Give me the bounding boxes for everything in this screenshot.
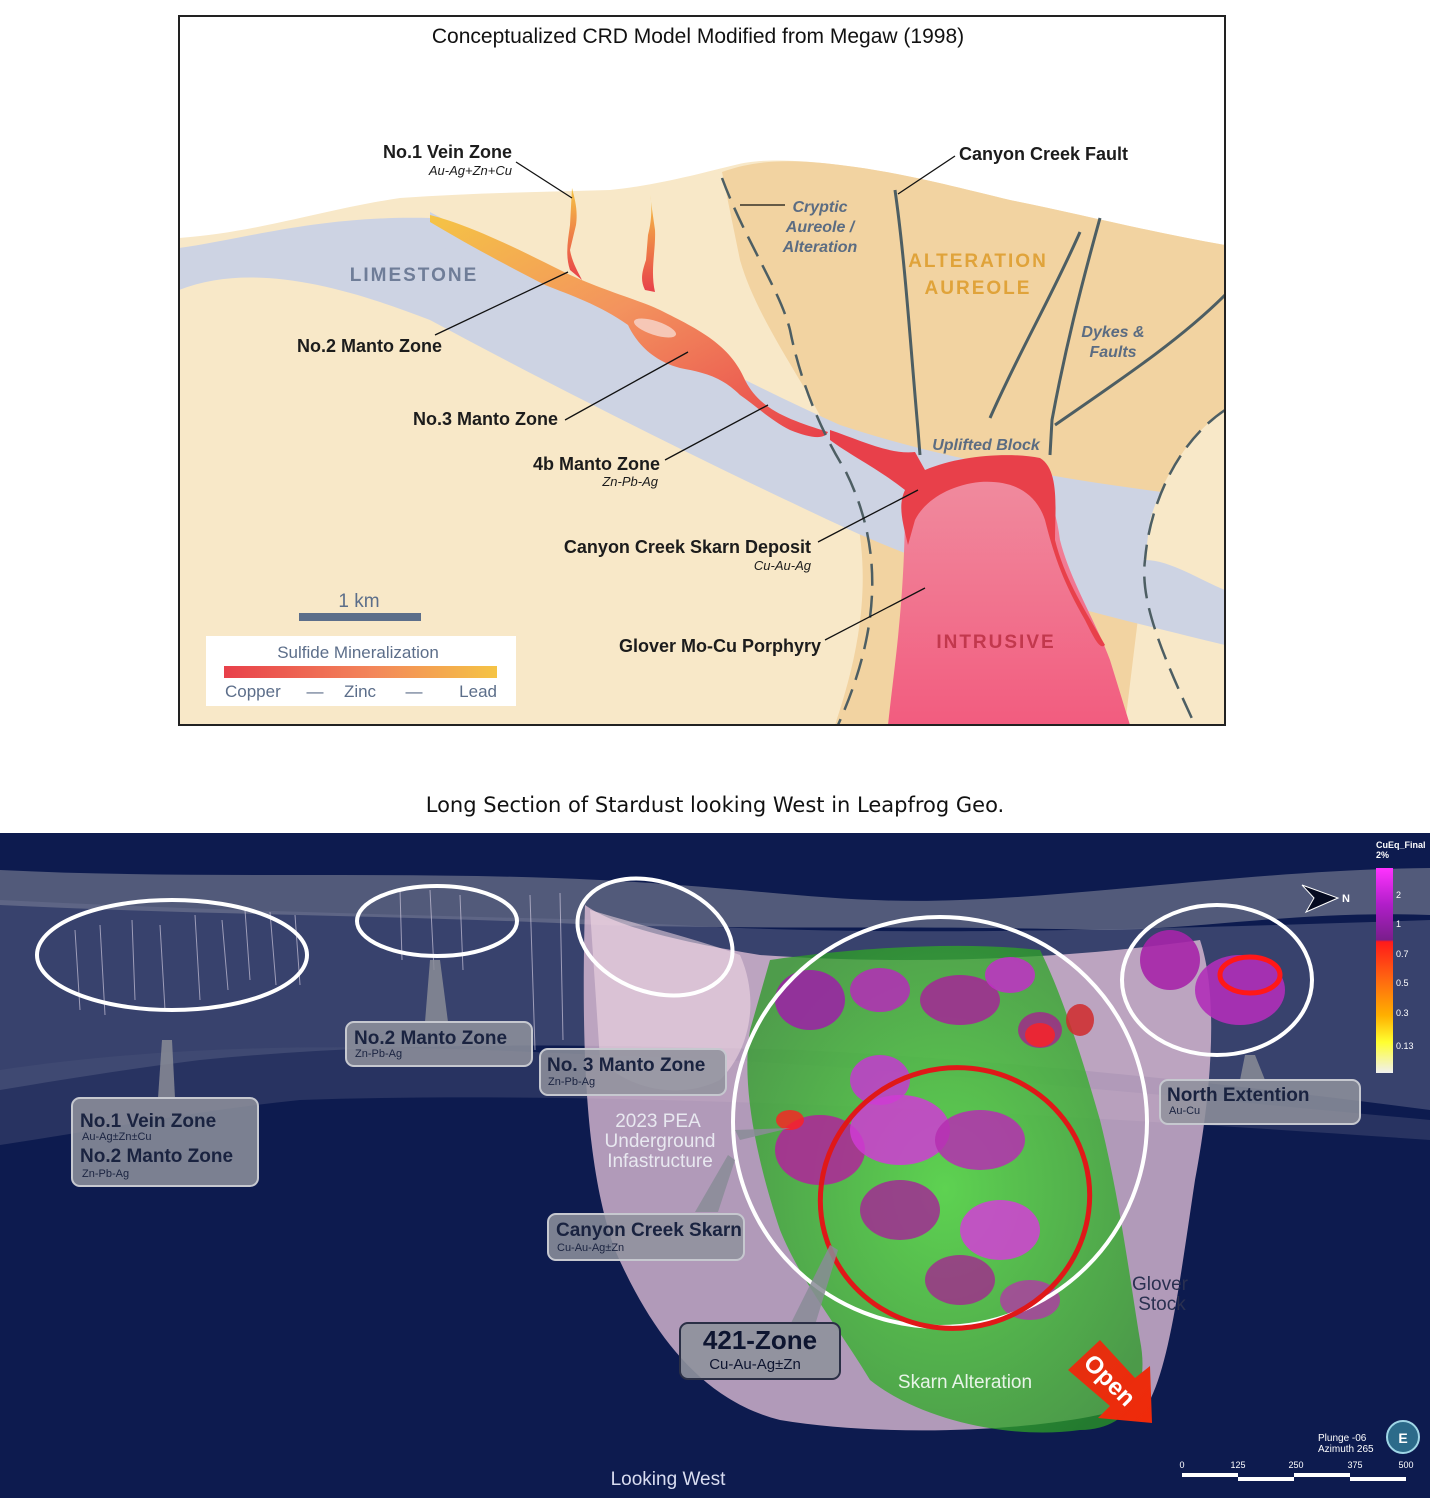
label-vein-zone: No.1 Vein Zone	[383, 142, 512, 162]
legend-lead: Lead	[459, 682, 497, 701]
label-dykes-2: Faults	[1089, 344, 1136, 361]
callout-pointers	[158, 960, 1265, 1325]
scale-label: 1 km	[338, 591, 379, 612]
vein-stem-2	[642, 195, 656, 292]
top-title: Conceptualized CRD Model Modified from M…	[432, 25, 964, 48]
label-manto2: No.2 Manto Zone	[297, 336, 442, 356]
legend-copper: Copper	[225, 682, 281, 701]
label-intrusive: INTRUSIVE	[936, 632, 1055, 653]
label-cryptic-3: Alteration	[782, 239, 858, 256]
label-cryptic-1: Cryptic	[792, 199, 847, 216]
label-limestone: LIMESTONE	[350, 265, 479, 286]
vein-stem	[567, 188, 582, 280]
faults	[893, 189, 1225, 456]
label-porphyry: Glover Mo-Cu Porphyry	[619, 636, 821, 656]
label-pea-3: Infastructure	[607, 1151, 713, 1172]
crd-model-diagram: Conceptualized CRD Model Modified from M…	[178, 15, 1226, 726]
scale-tick-125: 125	[1230, 1460, 1245, 1470]
manto-zones	[430, 215, 828, 438]
long-section-3d: No.1 Vein Zone Au-Ag±Zn±Cu No.2 Manto Zo…	[0, 833, 1430, 1498]
label-skarn-alteration: Skarn Alteration	[898, 1372, 1032, 1393]
callout-421-metals: Cu-Au-Ag±Zn	[709, 1356, 801, 1373]
callout-skarn-metals: Cu-Au-Ag±Zn	[557, 1242, 624, 1254]
callout-vein	[71, 1097, 259, 1187]
legend-dash-2: —	[406, 682, 423, 701]
grade-color-legend: CuEq_Final 2% 2 1 0.7 0.5 0.3 0.13	[1376, 840, 1426, 1073]
label-skarn: Canyon Creek Skarn Deposit	[564, 537, 811, 557]
callout-skarn	[547, 1213, 745, 1261]
callout-vein-title-2: No.2 Manto Zone	[80, 1146, 233, 1167]
label-fault: Canyon Creek Fault	[959, 144, 1128, 164]
callout-north-title: North Extention	[1167, 1085, 1310, 1106]
leader-lines	[434, 155, 956, 641]
drill-holes	[74, 889, 564, 1051]
legend-zinc: Zinc	[344, 682, 377, 701]
color-tick-0-13: 0.13	[1396, 1041, 1414, 1051]
legend-title: Sulfide Mineralization	[277, 643, 439, 662]
scale-tick-250: 250	[1288, 1460, 1303, 1470]
callout-north	[1159, 1079, 1361, 1125]
label-cryptic-2: Aureole /	[785, 219, 856, 236]
callout-manto3-title: No. 3 Manto Zone	[547, 1055, 705, 1076]
callout-manto2-title: No.2 Manto Zone	[354, 1028, 507, 1049]
label-pea-1: 2023 PEA	[615, 1111, 701, 1132]
bottom-title: Long Section of Stardust looking West in…	[425, 793, 1005, 817]
scale-bar	[299, 613, 421, 621]
north-arrow-icon: N	[1301, 884, 1350, 914]
grade-shells	[775, 930, 1285, 1320]
skarn-rim	[830, 430, 1105, 647]
callout-vein-title: No.1 Vein Zone	[80, 1111, 216, 1132]
callout-vein-metals: Au-Ag±Zn±Cu	[82, 1131, 152, 1143]
scale-tick-500: 500	[1398, 1460, 1413, 1470]
label-uplifted: Uplifted Block	[932, 437, 1041, 454]
color-tick-0-7: 0.7	[1396, 949, 1409, 959]
legend-gradient	[224, 666, 497, 678]
legend-dash-1: —	[307, 682, 324, 701]
globe-icon[interactable]: E	[1386, 1420, 1420, 1454]
label-alteration-1: ALTERATION	[908, 251, 1048, 272]
plunge-label: Plunge -06	[1318, 1433, 1367, 1444]
label-dykes-1: Dykes &	[1081, 324, 1144, 341]
callout-manto3	[539, 1048, 727, 1096]
color-legend-ramp	[1376, 868, 1393, 1073]
intrusive-body	[888, 461, 1130, 725]
color-tick-2: 2	[1396, 890, 1401, 900]
label-manto4b-metals: Zn-Pb-Ag	[601, 474, 658, 489]
open-arrow: Open	[1068, 1340, 1152, 1423]
label-glover-1: Glover	[1132, 1274, 1189, 1295]
callout-421	[679, 1322, 841, 1380]
callout-421-title: 421-Zone	[703, 1325, 817, 1355]
color-tick-0-5: 0.5	[1396, 978, 1409, 988]
north-label: N	[1342, 893, 1350, 905]
label-vein-zone-metals: Au-Ag+Zn+Cu	[428, 163, 512, 178]
label-manto4b: 4b Manto Zone	[533, 454, 660, 474]
label-skarn-metals: Cu-Au-Ag	[754, 558, 812, 573]
label-pea-2: Underground	[605, 1131, 716, 1152]
callout-skarn-title: Canyon Creek Skarn	[556, 1220, 742, 1241]
color-legend-title-2: 2%	[1376, 850, 1389, 860]
zone-421-ring	[817, 1065, 1093, 1331]
label-glover-2: Stock	[1138, 1294, 1186, 1315]
label-manto3: No.3 Manto Zone	[413, 409, 558, 429]
color-tick-0-3: 0.3	[1396, 1008, 1409, 1018]
label-looking-west: Looking West	[611, 1469, 726, 1490]
scale-tick-375: 375	[1347, 1460, 1362, 1470]
svg-text:E: E	[1398, 1430, 1407, 1446]
callout-manto2	[345, 1021, 533, 1067]
callout-vein-metals-2: Zn-Pb-Ag	[82, 1168, 129, 1180]
azimuth-label: Azimuth 265	[1318, 1444, 1374, 1455]
scale-tick-0: 0	[1179, 1460, 1184, 1470]
dashed-boundaries	[720, 177, 1225, 725]
callout-manto3-metals: Zn-Pb-Ag	[548, 1076, 595, 1088]
label-alteration-2: AUREOLE	[925, 278, 1032, 299]
callout-manto2-metals: Zn-Pb-Ag	[355, 1048, 402, 1060]
callout-north-metals: Au-Cu	[1169, 1105, 1200, 1117]
color-tick-1: 1	[1396, 919, 1401, 929]
scale-bar-bottom: 0 125 250 375 500	[1179, 1460, 1414, 1481]
color-legend-title-1: CuEq_Final	[1376, 840, 1426, 850]
